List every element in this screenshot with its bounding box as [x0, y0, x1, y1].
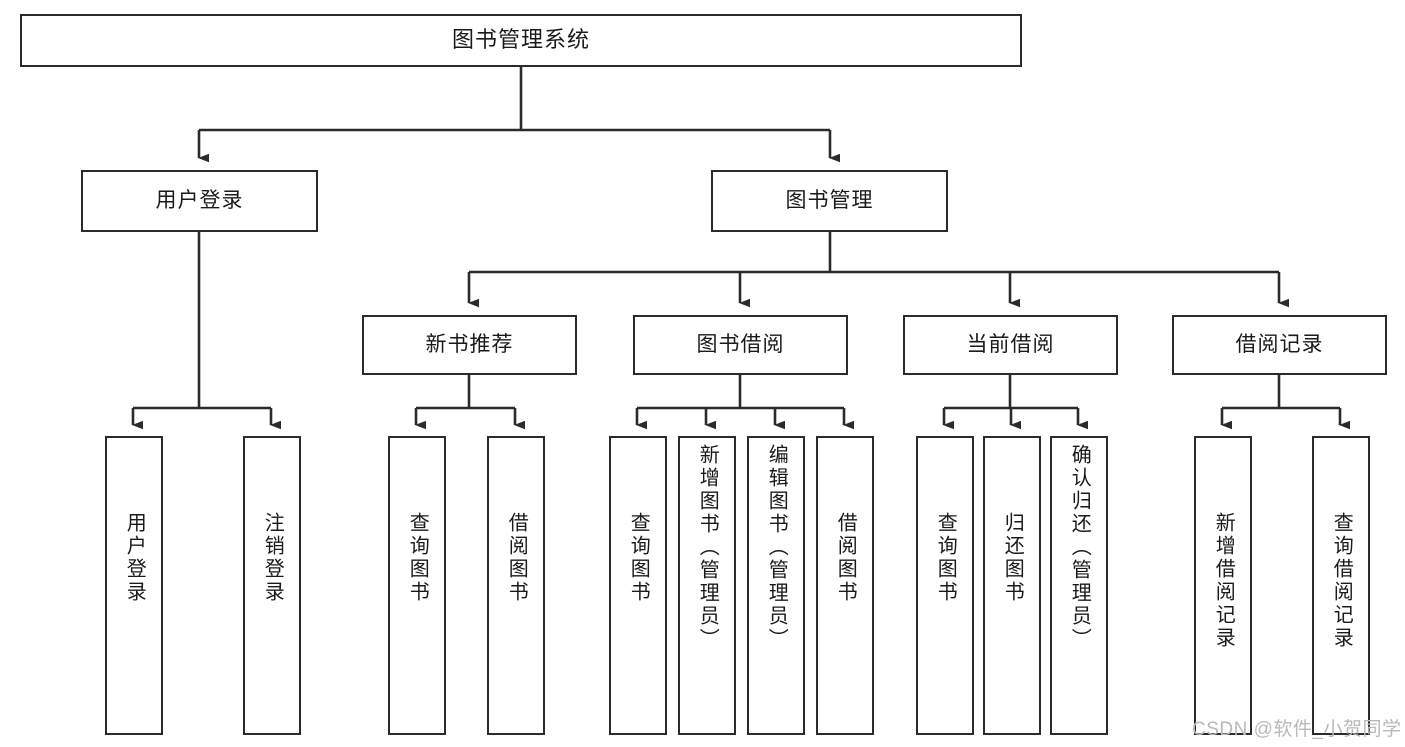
node-label: 借阅记录 — [1235, 333, 1324, 357]
leaf-label: 新增借阅记录 — [1212, 512, 1235, 650]
node-label: 图书管理 — [785, 189, 874, 213]
node-label: 图书管理系统 — [451, 27, 590, 53]
leaf-label: 新增图书（管理员） — [696, 444, 719, 651]
leaf-add-book[interactable]: 新增图书（管理员） — [678, 436, 736, 735]
node-label: 图书借阅 — [696, 333, 785, 357]
node-current-borrow[interactable]: 当前借阅 — [903, 315, 1118, 375]
leaf-label: 借阅图书 — [834, 512, 857, 604]
leaf-user-login[interactable]: 用户登录 — [105, 436, 163, 735]
node-borrow-record[interactable]: 借阅记录 — [1172, 315, 1387, 375]
leaf-label: 归还图书 — [1001, 512, 1024, 604]
leaf-label: 查询图书 — [627, 512, 650, 604]
leaf-confirm-return[interactable]: 确认归还（管理员） — [1050, 436, 1108, 735]
leaf-label: 确认归还（管理员） — [1068, 444, 1091, 651]
leaf-query-book-3[interactable]: 查询图书 — [916, 436, 974, 735]
node-label: 当前借阅 — [966, 333, 1055, 357]
leaf-label: 用户登录 — [123, 512, 146, 604]
leaf-add-borrow-record[interactable]: 新增借阅记录 — [1194, 436, 1252, 735]
leaf-query-book-1[interactable]: 查询图书 — [388, 436, 446, 735]
leaf-label: 编辑图书（管理员） — [765, 444, 788, 651]
leaf-borrow-book-1[interactable]: 借阅图书 — [487, 436, 545, 735]
leaf-label: 查询图书 — [934, 512, 957, 604]
node-user-login[interactable]: 用户登录 — [81, 170, 318, 232]
leaf-label: 注销登录 — [261, 512, 284, 604]
leaf-logout-login[interactable]: 注销登录 — [243, 436, 301, 735]
leaf-label: 查询借阅记录 — [1330, 512, 1353, 650]
leaf-borrow-book-2[interactable]: 借阅图书 — [816, 436, 874, 735]
leaf-edit-book[interactable]: 编辑图书（管理员） — [747, 436, 805, 735]
leaf-label: 查询图书 — [406, 512, 429, 604]
node-label: 新书推荐 — [425, 333, 514, 357]
leaf-query-borrow-record[interactable]: 查询借阅记录 — [1312, 436, 1370, 735]
leaf-label: 借阅图书 — [505, 512, 528, 604]
watermark-text: CSDN @软件_小贺同学 — [1192, 719, 1402, 740]
node-book-borrow[interactable]: 图书借阅 — [633, 315, 848, 375]
leaf-query-book-2[interactable]: 查询图书 — [609, 436, 667, 735]
leaf-return-book[interactable]: 归还图书 — [983, 436, 1041, 735]
node-label: 用户登录 — [155, 189, 244, 213]
node-new-book-recommend[interactable]: 新书推荐 — [362, 315, 577, 375]
node-book-management[interactable]: 图书管理 — [711, 170, 948, 232]
node-root-system[interactable]: 图书管理系统 — [20, 14, 1022, 67]
